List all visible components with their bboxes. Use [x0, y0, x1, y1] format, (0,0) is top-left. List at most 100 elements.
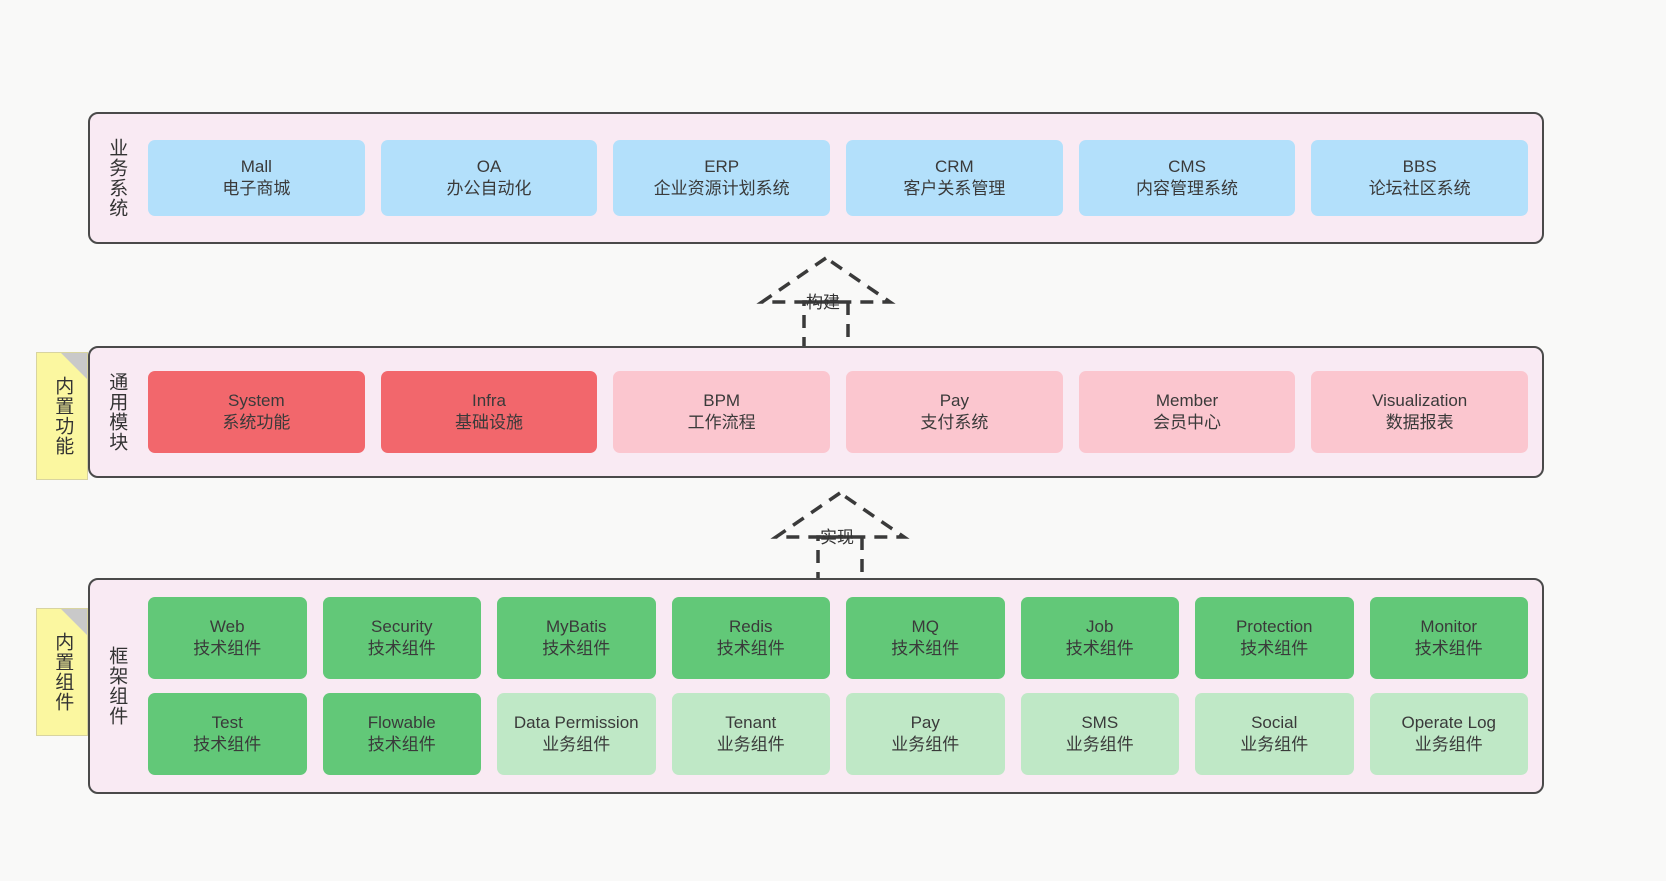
card-title-en: OA	[476, 157, 502, 177]
card-redis[interactable]: Redis 技术组件	[671, 597, 830, 679]
sticky-note-builtin-features-label: 内置功能	[52, 376, 74, 456]
card-title-en: MQ	[911, 617, 939, 637]
card-security[interactable]: Security 技术组件	[322, 597, 481, 679]
card-title-cn: 技术组件	[193, 639, 262, 658]
card-title-en: Redis	[729, 617, 773, 637]
card-title-cn: 系统功能	[222, 413, 291, 432]
card-title-cn: 技术组件	[891, 639, 960, 658]
card-title-en: Social	[1251, 713, 1298, 733]
card-title-en: Member	[1155, 391, 1219, 411]
card-cms[interactable]: CMS 内容管理系统	[1078, 140, 1296, 216]
connector-build-arrow	[756, 255, 896, 350]
card-title-en: Pay	[910, 713, 940, 733]
card-data-permission[interactable]: Data Permission 业务组件	[497, 693, 656, 775]
card-operate-log[interactable]: Operate Log 业务组件	[1369, 693, 1528, 775]
card-title-en: System	[227, 391, 285, 411]
card-title-en: MyBatis	[546, 617, 607, 637]
card-title-en: Security	[371, 617, 433, 637]
layer-common-modules-body: System 系统功能 Infra 基础设施 BPM 工作流程 Pay 支付系统 Member 会…	[142, 348, 1542, 476]
card-title-en: Job	[1086, 617, 1114, 637]
card-pay[interactable]: Pay 支付系统	[846, 371, 1063, 453]
card-test[interactable]: Test 技术组件	[148, 693, 307, 775]
card-web[interactable]: Web 技术组件	[148, 597, 307, 679]
card-title-cn: 数据报表	[1385, 413, 1454, 432]
card-title-cn: 内容管理系统	[1136, 179, 1239, 198]
card-title-cn: 技术组件	[1240, 639, 1309, 658]
card-title-cn: 技术组件	[193, 735, 262, 754]
card-infra[interactable]: Infra 基础设施	[380, 371, 598, 453]
card-title-en: Protection	[1235, 617, 1313, 637]
connector-build-stem	[802, 300, 850, 350]
card-protection[interactable]: Protection 技术组件	[1195, 597, 1354, 679]
card-title-cn: 业务组件	[1414, 735, 1483, 754]
card-title-en: CMS	[1168, 157, 1206, 177]
card-job[interactable]: Job 技术组件	[1020, 597, 1179, 679]
card-title-cn: 技术组件	[716, 639, 785, 658]
connector-implement-arrow	[770, 490, 910, 585]
card-sms[interactable]: SMS 业务组件	[1020, 693, 1179, 775]
card-title-cn: 业务组件	[1065, 735, 1134, 754]
card-title-cn: 技术组件	[367, 639, 436, 658]
card-title-cn: 工作流程	[687, 413, 756, 432]
sticky-note-builtin-features: 内置功能	[36, 352, 88, 480]
card-title-en: BPM	[703, 391, 741, 411]
card-title-cn: 技术组件	[367, 735, 436, 754]
card-title-cn: 业务组件	[542, 735, 611, 754]
card-system[interactable]: System 系统功能	[148, 371, 365, 453]
card-title-en: SMS	[1081, 713, 1119, 733]
card-title-en: Operate Log	[1401, 713, 1496, 733]
card-monitor[interactable]: Monitor 技术组件	[1369, 597, 1528, 679]
card-title-cn: 支付系统	[920, 413, 989, 432]
card-social[interactable]: Social 业务组件	[1195, 693, 1354, 775]
connector-implement-triangle	[770, 490, 910, 539]
sticky-note-builtin-components: 内置组件	[36, 608, 88, 736]
card-title-en: Web	[209, 617, 245, 637]
card-bpm[interactable]: BPM 工作流程	[613, 371, 831, 453]
card-erp[interactable]: ERP 企业资源计划系统	[613, 140, 831, 216]
card-title-cn: 业务组件	[1240, 735, 1309, 754]
card-member[interactable]: Member 会员中心	[1078, 371, 1296, 453]
card-bbs[interactable]: BBS 论坛社区系统	[1311, 140, 1529, 216]
card-title-cn: 论坛社区系统	[1368, 179, 1471, 198]
card-mybatis[interactable]: MyBatis 技术组件	[497, 597, 656, 679]
card-title-en: ERP	[704, 157, 740, 177]
card-pay[interactable]: Pay 业务组件	[846, 693, 1005, 775]
card-title-cn: 技术组件	[1065, 639, 1134, 658]
framework-business-row: Test 技术组件 Flowable 技术组件 Data Permission 业务组件 T…	[148, 693, 1528, 775]
sticky-note-builtin-components-label: 内置组件	[52, 632, 74, 712]
card-title-cn: 电子商城	[222, 179, 291, 198]
connector-build: 构建	[756, 252, 906, 350]
card-flowable[interactable]: Flowable 技术组件	[322, 693, 481, 775]
card-title-en: Infra	[471, 391, 507, 411]
layer-common-modules-title: 通用模块	[106, 372, 128, 452]
card-title-en: BBS	[1402, 157, 1437, 177]
card-mq[interactable]: MQ 技术组件	[846, 597, 1005, 679]
card-title-en: Monitor	[1420, 617, 1478, 637]
connector-implement: 实现	[770, 487, 920, 585]
card-title-cn: 技术组件	[1414, 639, 1483, 658]
card-title-cn: 企业资源计划系统	[653, 179, 790, 198]
layer-common-modules: 通用模块 System 系统功能 Infra 基础设施 BPM 工作流程 Pay 支付系统 Me…	[88, 346, 1544, 478]
card-title-cn: 技术组件	[542, 639, 611, 658]
card-title-en: Pay	[939, 391, 969, 411]
card-title-cn: 客户关系管理	[903, 179, 1006, 198]
connector-build-label: 构建	[806, 293, 840, 312]
card-title-cn: 业务组件	[891, 735, 960, 754]
card-title-en: Test	[211, 713, 243, 733]
card-title-en: Flowable	[367, 713, 436, 733]
card-title-cn: 会员中心	[1153, 413, 1222, 432]
connector-implement-label: 实现	[820, 528, 854, 547]
card-title-cn: 基础设施	[455, 413, 523, 432]
card-title-en: Data Permission	[513, 713, 639, 733]
